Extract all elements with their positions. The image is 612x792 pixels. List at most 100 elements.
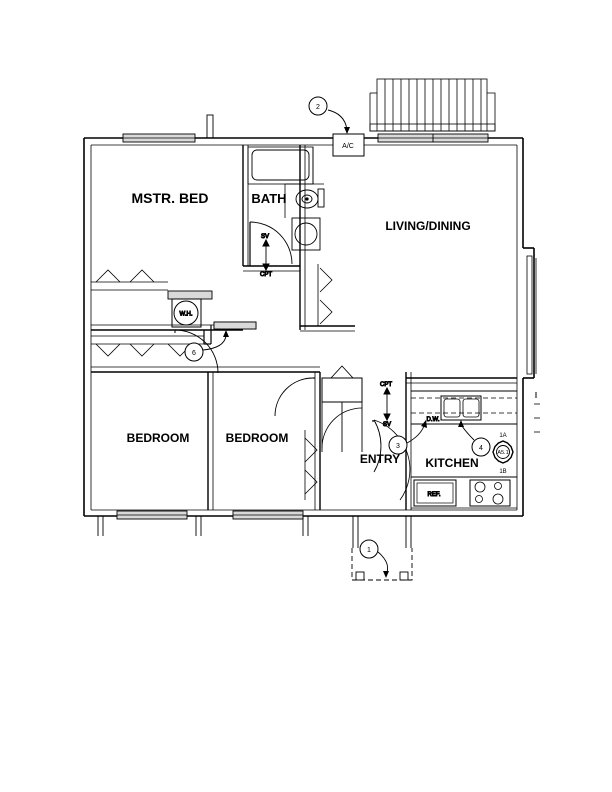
bifold-chevron-6	[304, 437, 318, 463]
toilet-tank	[317, 188, 325, 208]
flooring-transition-bath-hall: SV CPT	[260, 234, 273, 279]
entry-door-swing	[373, 419, 411, 501]
callout-4-group[interactable]: 4	[458, 420, 491, 457]
interior-walls	[91, 145, 517, 510]
entry-closet-door-arc	[321, 407, 363, 449]
flooring-transition-entry-kitchen: CPT SV	[380, 382, 393, 429]
callout-3-leader	[406, 425, 425, 444]
bifold-chevron-8	[319, 267, 333, 293]
callout-4-number: 4	[479, 445, 483, 452]
door-bath	[249, 221, 293, 266]
bath-door-arc	[249, 221, 293, 265]
bifold-chevron-2	[129, 269, 155, 283]
bifold-chevron-9	[319, 299, 333, 325]
water-heater-label: W.H.	[180, 312, 193, 318]
refrigerator-outline	[413, 479, 457, 507]
bifold-chevron-4	[129, 343, 155, 357]
callout-6-group[interactable]: 6	[184, 330, 229, 362]
callout-6-arrowhead	[223, 330, 229, 337]
arrow-up-cpt	[383, 386, 391, 395]
window-bedroom-left	[116, 510, 188, 520]
room-label-mstr-bed: MSTR. BED	[132, 190, 209, 206]
detail-marker-bottom-label: 1B	[499, 469, 506, 475]
callout-4-leader	[461, 425, 475, 441]
callout-1-bubble	[359, 539, 379, 559]
wh-enclosure	[171, 298, 202, 328]
room-label-kitchen: KITCHEN	[425, 456, 478, 470]
bedroom-doors	[274, 377, 315, 417]
arrow-up-sv	[262, 238, 270, 247]
callout-2-number: 2	[316, 104, 320, 111]
entry-door	[372, 419, 411, 501]
sliding-glass-door-living	[377, 133, 489, 143]
bathroom-fixtures	[247, 146, 325, 251]
room-label-entry: ENTRY	[360, 452, 400, 466]
dishwasher-label: D.W.	[427, 417, 440, 423]
transition-1-bottom-label: CPT	[260, 272, 272, 278]
closet-bedroom-right	[304, 430, 318, 500]
ac-unit-box: A/C	[332, 133, 365, 157]
room-label-bath: BATH	[251, 191, 286, 206]
bifold-chevron-7	[304, 469, 318, 495]
arrow-down-sv	[383, 413, 391, 422]
burner-2	[494, 482, 502, 490]
wh-tank	[173, 300, 199, 326]
room-label-bedroom-right: BEDROOM	[226, 431, 289, 445]
ac-unit-label: A/C	[342, 143, 354, 150]
callout-3-number: 3	[396, 443, 400, 450]
callout-4-arrowhead	[458, 420, 464, 427]
detail-marker-inner-circle	[496, 445, 510, 459]
right-exterior-window-detail	[526, 255, 540, 433]
callout-2-bubble	[308, 96, 328, 116]
callout-6-number: 6	[192, 350, 196, 357]
bedroom-right-door-arc	[274, 377, 314, 417]
window-mstr-bed	[122, 133, 196, 143]
burner-1	[474, 481, 486, 493]
callout-3-group[interactable]: 3	[388, 420, 427, 455]
detail-marker-group[interactable]: A5.1 1A 1B	[492, 433, 514, 475]
room-label-living-dining: LIVING/DINING	[385, 219, 470, 233]
callout-1-group[interactable]: 1	[359, 539, 389, 578]
water-heater-unit: W.H.	[167, 290, 213, 328]
entry-porch-dashed	[351, 548, 413, 581]
transition-2-bottom-label: SV	[383, 422, 391, 428]
wh-platform	[167, 290, 213, 300]
closet-hall-linen	[317, 264, 333, 326]
kitchen-fixtures: D.W. REF.	[411, 390, 517, 509]
sink-bowl-left	[443, 398, 461, 418]
closet-mstr-bed	[91, 269, 212, 357]
porch-outline	[351, 548, 413, 581]
arrow-down-cpt	[262, 263, 270, 272]
callout-2-group[interactable]: 2	[308, 96, 350, 134]
burner-3	[475, 495, 483, 503]
callout-4-bubble	[471, 437, 491, 457]
burner-4	[492, 493, 504, 505]
bifold-chevron-3	[95, 343, 121, 357]
entry-door-arc	[373, 419, 382, 473]
detail-marker-center-label: A5.1	[497, 450, 508, 456]
callout-6-bubble	[184, 342, 204, 362]
room-label-bedroom-left: BEDROOM	[127, 431, 190, 445]
window-bedroom-right	[232, 510, 304, 520]
cooktop-outline	[469, 479, 511, 507]
hall-door-arc	[174, 329, 219, 374]
door-hall-mstr	[174, 321, 257, 374]
porch-post-right	[399, 571, 409, 581]
hall-threshold	[213, 321, 257, 330]
support-posts	[97, 114, 412, 548]
detail-marker-top-label: 1A	[499, 433, 506, 439]
vanity-cabinet	[291, 217, 321, 251]
callout-3-arrowhead	[421, 420, 427, 428]
transition-2-top-label: CPT	[380, 382, 392, 388]
callout-3-bubble	[388, 435, 408, 455]
sink-bowl-right	[462, 398, 480, 418]
deck-balcony	[369, 78, 496, 132]
callout-1-arrowhead	[383, 571, 389, 578]
callout-2-arrowhead	[344, 127, 350, 134]
refrigerator-inner	[416, 482, 454, 504]
bifold-chevron-1	[95, 269, 121, 283]
transition-1-top-label: SV	[261, 234, 269, 240]
